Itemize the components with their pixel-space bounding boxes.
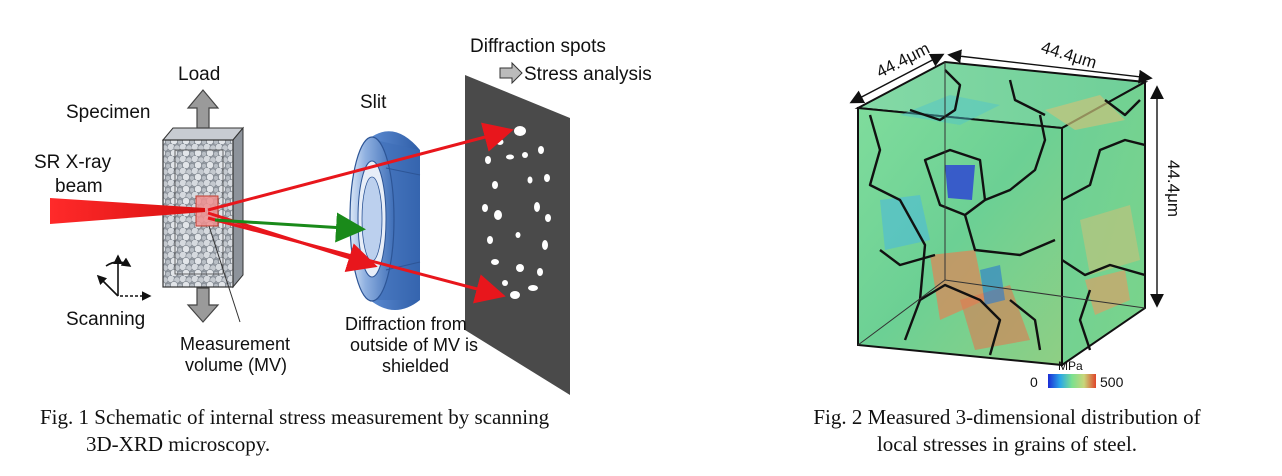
cube-inner-edges [857,62,1146,346]
figure-1-caption-line1: Fig. 1 Schematic of internal stress meas… [40,405,550,429]
shield-label-line1: Diffraction from [345,314,467,334]
colorbar: MPa 0 500 [1030,359,1124,390]
load-arrow-up [186,89,220,129]
diffracted-ray-bottom [207,216,506,304]
figure-2-caption: Fig. 2 Measured 3-dimensional distributi… [752,404,1262,458]
colorbar-max: 500 [1100,374,1124,390]
figure-2-stress-cube: 44.4μm 44.4μm 44.4μm MPa 0 500 [849,38,1183,390]
load-label: Load [178,64,220,85]
diffracted-ray-green [214,212,366,243]
diffraction-spots [482,126,551,299]
colorbar-min: 0 [1030,374,1038,390]
stress-analysis-label: Stress analysis [524,64,652,85]
scanning-label: Scanning [66,309,145,330]
figure-1-caption: Fig. 1 Schematic of internal stress meas… [40,404,700,458]
detector-screen [465,75,570,395]
mv-leader-line [208,225,241,323]
beam-label-line2: beam [55,176,103,197]
diffraction-spots-label: Diffraction spots [470,36,606,57]
dim-arrow-top-right [947,49,1153,84]
mv-label-line2: volume (MV) [185,355,287,375]
slit-label: Slit [360,92,387,113]
load-arrow-down [186,287,220,323]
figure-1-caption-line2: 3D-XRD microscopy. [86,432,271,456]
colorbar-unit: MPa [1058,359,1083,373]
scanning-axes-icon [96,254,152,301]
analysis-arrow-icon [499,61,523,85]
beam-label-line1: SR X-ray [34,152,112,173]
dim-arrow-top-left [849,53,945,104]
stress-patches [880,95,1140,350]
dim-label-right: 44.4μm [1164,160,1183,217]
shield-label-line2: outside of MV is [350,335,478,355]
specimen-label: Specimen [66,102,151,123]
figure-1-schematic: Load Specimen SR X-ray beam Scanning Mea… [34,36,652,395]
incident-beam [50,198,205,224]
mv-label-line1: Measurement [180,334,290,354]
shield-label-line3: shielded [382,356,449,376]
grain-boundaries [868,69,1146,356]
diffracted-ray-top [207,122,514,212]
figure-2-caption-line2: local stresses in grains of steel. [876,432,1138,456]
dim-label-top-right: 44.4μm [1039,38,1099,73]
figure-2-caption-line1: Fig. 2 Measured 3-dimensional distributi… [813,405,1201,429]
